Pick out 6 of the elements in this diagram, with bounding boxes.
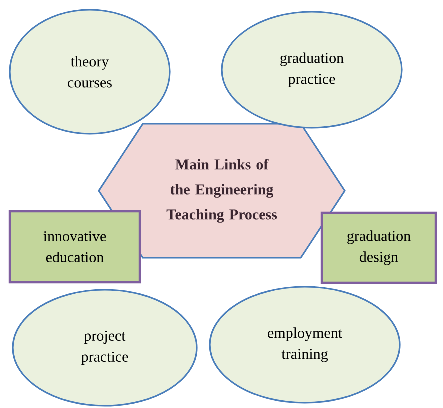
ellipse-node: theory courses xyxy=(9,9,171,135)
rect-node: graduation design xyxy=(320,212,438,284)
rect-node: innovative education xyxy=(8,210,142,284)
ellipse-node: graduation practice xyxy=(221,11,403,129)
ellipse-node: employment training xyxy=(209,286,401,404)
ellipse-node: project practice xyxy=(12,289,198,407)
